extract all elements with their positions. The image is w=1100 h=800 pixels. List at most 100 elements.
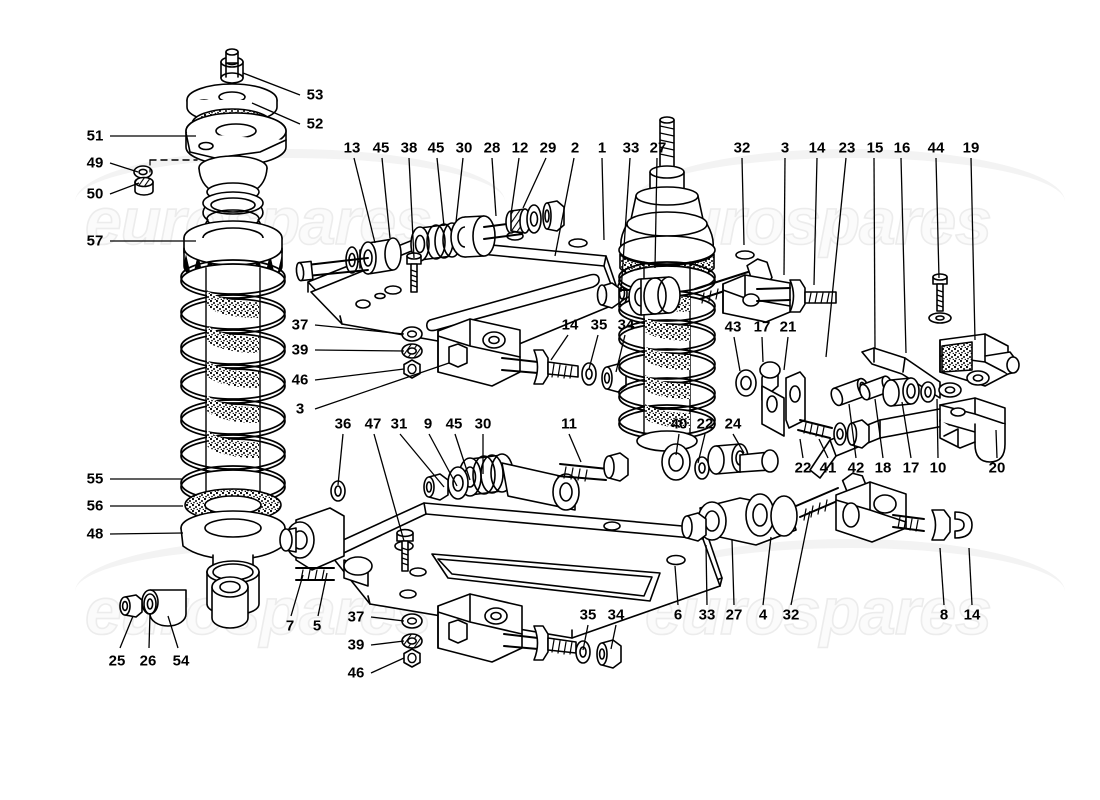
callout-number[interactable]: 33 — [698, 606, 716, 624]
callout-number[interactable]: 53 — [306, 86, 324, 104]
callout-number[interactable]: 30 — [455, 139, 473, 157]
callout-leader-line — [436, 157, 445, 227]
callout-number[interactable]: 32 — [782, 606, 800, 624]
callout-leader-line — [935, 157, 940, 279]
callout-leader-line — [654, 157, 658, 269]
callout-number[interactable]: 17 — [902, 459, 920, 477]
callout-number[interactable]: 32 — [733, 139, 751, 157]
callout-leader-line — [675, 433, 680, 456]
callout-number[interactable]: 15 — [866, 139, 884, 157]
callout-leader-line — [968, 547, 973, 606]
callout-number[interactable]: 49 — [86, 154, 104, 172]
callout-leader-line — [799, 438, 804, 459]
callout-number[interactable]: 22 — [794, 459, 812, 477]
callout-number[interactable]: 1 — [597, 139, 607, 157]
callout-number[interactable]: 37 — [347, 608, 365, 626]
callout-number[interactable]: 21 — [779, 318, 797, 336]
callout-number[interactable]: 18 — [874, 459, 892, 477]
callout-number[interactable]: 19 — [962, 139, 980, 157]
callout-number[interactable]: 8 — [939, 606, 949, 624]
callout-number[interactable]: 34 — [617, 316, 635, 334]
callout-number[interactable]: 26 — [139, 652, 157, 670]
callout-leader-line — [373, 433, 405, 542]
callout-leader-line — [697, 433, 706, 464]
callout-number[interactable]: 14 — [561, 316, 579, 334]
callout-number[interactable]: 13 — [343, 139, 361, 157]
callout-number[interactable]: 48 — [86, 525, 104, 543]
callout-leader-line — [314, 349, 405, 352]
callout-number[interactable]: 55 — [86, 470, 104, 488]
callout-number[interactable]: 27 — [725, 606, 743, 624]
callout-number[interactable]: 16 — [893, 139, 911, 157]
callout-number[interactable]: 46 — [291, 371, 309, 389]
callout-number[interactable]: 22 — [696, 415, 714, 433]
callout-number[interactable]: 9 — [423, 415, 433, 433]
callout-leader-line — [455, 157, 464, 223]
callout-number[interactable]: 31 — [390, 415, 408, 433]
callout-number[interactable]: 44 — [927, 139, 945, 157]
callout-number[interactable]: 36 — [334, 415, 352, 433]
callout-leader-line — [337, 433, 344, 486]
callout-number[interactable]: 29 — [539, 139, 557, 157]
callout-leader-line — [848, 403, 857, 459]
callout-number[interactable]: 56 — [86, 497, 104, 515]
callout-leader-line — [314, 368, 405, 381]
callout-leader-line — [825, 157, 847, 358]
callout-number[interactable]: 4 — [758, 606, 768, 624]
callout-leader-line — [901, 401, 912, 459]
callout-number[interactable]: 39 — [347, 636, 365, 654]
callout-number[interactable]: 40 — [670, 415, 688, 433]
callout-leader-line — [242, 72, 301, 96]
callout-leader-line — [381, 157, 391, 239]
callout-number[interactable]: 7 — [285, 617, 295, 635]
callout-number[interactable]: 54 — [172, 652, 190, 670]
callout-number[interactable]: 3 — [295, 400, 305, 418]
callout-number[interactable]: 25 — [108, 652, 126, 670]
callout-number[interactable]: 11 — [561, 415, 577, 433]
callout-number[interactable]: 17 — [753, 318, 771, 336]
callout-number[interactable]: 14 — [808, 139, 826, 157]
callout-number[interactable]: 20 — [988, 459, 1006, 477]
callout-number[interactable]: 28 — [483, 139, 501, 157]
callout-number[interactable]: 10 — [929, 459, 947, 477]
callout-number[interactable]: 45 — [427, 139, 445, 157]
callout-number[interactable]: 3 — [780, 139, 790, 157]
callout-number[interactable]: 23 — [838, 139, 856, 157]
callout-number[interactable]: 6 — [673, 606, 683, 624]
callout-number[interactable]: 51 — [86, 127, 104, 145]
callout-number[interactable]: 39 — [291, 341, 309, 359]
callout-number[interactable]: 57 — [86, 232, 104, 250]
callout-leader-line — [370, 640, 405, 646]
callout-number[interactable]: 12 — [511, 139, 529, 157]
callout-number[interactable]: 24 — [724, 415, 742, 433]
callout-number[interactable]: 37 — [291, 316, 309, 334]
callout-number[interactable]: 45 — [372, 139, 390, 157]
callout-number[interactable]: 5 — [312, 617, 322, 635]
callout-number[interactable]: 34 — [607, 606, 625, 624]
callout-leader-line — [995, 429, 998, 459]
callout-number[interactable]: 47 — [364, 415, 382, 433]
callout-number[interactable]: 2 — [570, 139, 580, 157]
callout-number[interactable]: 42 — [847, 459, 865, 477]
callout-leader-line — [601, 157, 605, 241]
callout-number[interactable]: 35 — [590, 316, 608, 334]
callout-number[interactable]: 52 — [306, 115, 324, 133]
callout-number[interactable]: 27 — [649, 139, 667, 157]
callout-number[interactable]: 33 — [622, 139, 640, 157]
callout-number[interactable]: 45 — [445, 415, 463, 433]
callout-leader-line — [314, 324, 405, 335]
callout-leader-line — [874, 398, 884, 459]
callout-number[interactable]: 38 — [400, 139, 418, 157]
callout-number[interactable]: 50 — [86, 185, 104, 203]
callout-number[interactable]: 14 — [963, 606, 981, 624]
callout-leader-line — [761, 336, 764, 363]
callout-number[interactable]: 43 — [724, 318, 742, 336]
callout-number[interactable]: 35 — [579, 606, 597, 624]
callout-number[interactable]: 30 — [474, 415, 492, 433]
callout-leader-line — [588, 334, 599, 370]
callout-number[interactable]: 41 — [819, 459, 837, 477]
callout-leader-line — [148, 612, 151, 649]
callout-number[interactable]: 46 — [347, 664, 365, 682]
callout-leader-line — [970, 157, 976, 341]
